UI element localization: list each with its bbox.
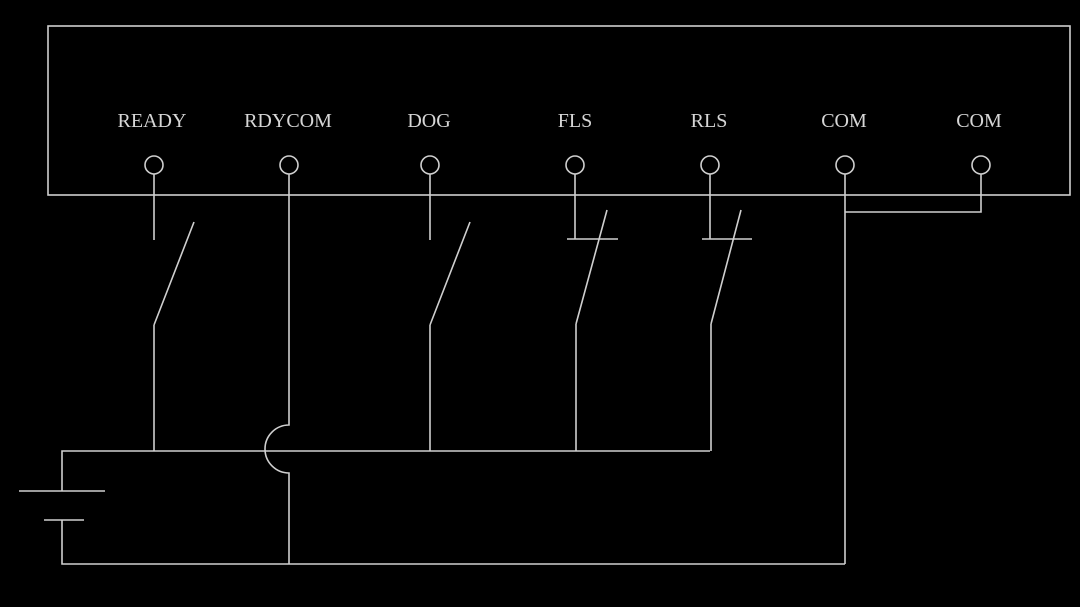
terminal-ready: [144, 155, 164, 175]
terminal-labels: READY RDYCOM DOG FLS RLS COM COM: [118, 110, 1002, 132]
com-bridge-wire: [845, 174, 982, 213]
terminal-label-rdycom: RDYCOM: [244, 110, 332, 132]
battery-icon: [19, 490, 105, 521]
terminal-dog: [420, 155, 440, 175]
terminal-label-dog: DOG: [407, 110, 450, 132]
bottom-bus-wire: [61, 520, 845, 565]
terminal-com-2: [971, 155, 991, 175]
fls-switch-normally-closed: [567, 174, 618, 451]
controller-box: [47, 25, 1071, 196]
terminal-com-1: [835, 155, 855, 175]
rls-switch-normally-closed: [702, 174, 752, 451]
rdycom-wire-with-crossover: [264, 174, 290, 564]
terminal-label-ready: READY: [118, 110, 187, 132]
terminal-rls: [700, 155, 720, 175]
top-bus-wire: [61, 450, 710, 491]
terminal-label-com-2: COM: [956, 110, 1002, 132]
terminal-label-rls: RLS: [691, 110, 728, 132]
terminal-label-com-1: COM: [821, 110, 867, 132]
terminal-circles: [144, 155, 991, 175]
dog-switch: [429, 174, 471, 451]
terminal-label-fls: FLS: [558, 110, 592, 132]
terminal-fls: [565, 155, 585, 175]
ready-switch: [153, 174, 195, 451]
terminal-rdycom: [279, 155, 299, 175]
